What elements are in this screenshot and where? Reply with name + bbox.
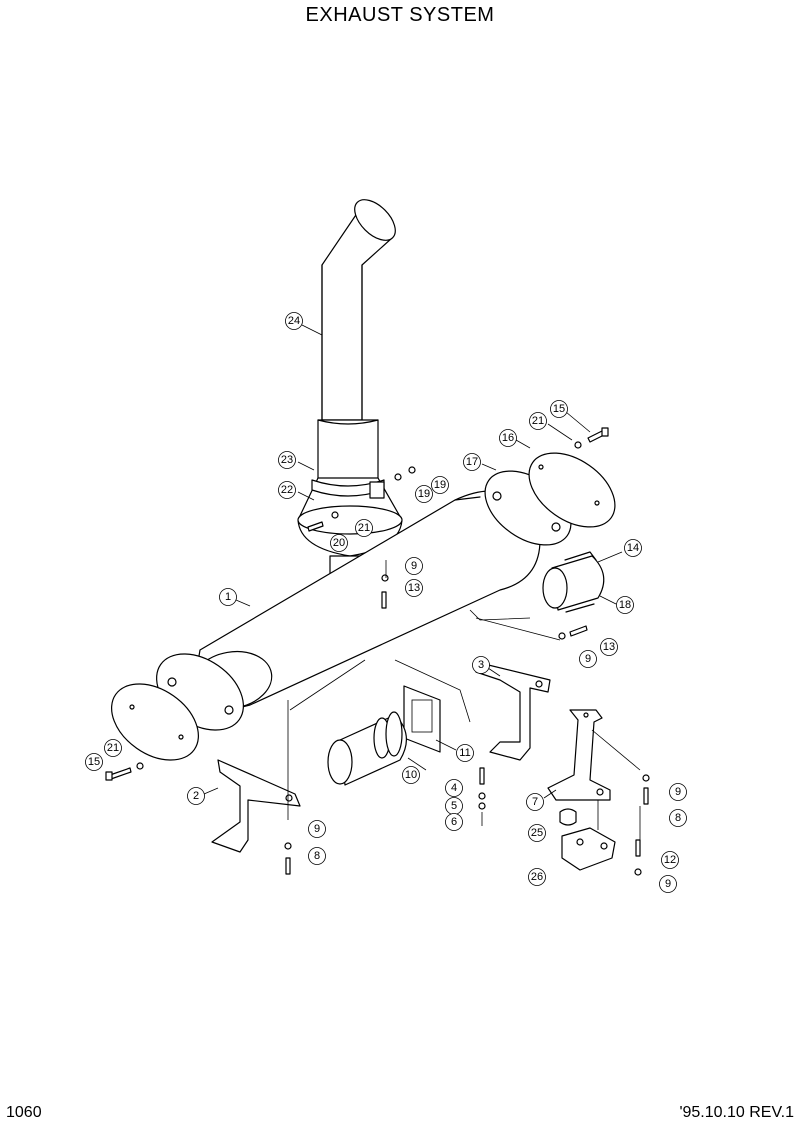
svg-text:9: 9 (411, 560, 417, 572)
callout-23: 23 (278, 451, 296, 469)
callout-18: 18 (616, 596, 634, 614)
callout-17: 17 (463, 453, 481, 471)
callout-16: 16 (499, 429, 517, 447)
callout-3: 3 (472, 656, 490, 674)
svg-text:11: 11 (459, 747, 470, 759)
callout-9a: 9 (405, 557, 423, 575)
svg-text:16: 16 (502, 432, 514, 444)
bracket-left (211, 759, 301, 853)
callout-26: 26 (528, 868, 546, 886)
svg-text:4: 4 (451, 782, 457, 794)
flange-tube (327, 685, 441, 786)
callout-9e: 9 (659, 875, 677, 893)
callout-13b: 13 (600, 638, 618, 656)
svg-text:22: 22 (281, 484, 293, 496)
callout-14: 14 (624, 539, 642, 557)
svg-text:5: 5 (451, 800, 457, 812)
fasteners (105, 427, 650, 876)
bracket-center (475, 661, 551, 761)
svg-text:26: 26 (531, 871, 543, 883)
svg-text:13: 13 (603, 641, 615, 653)
svg-text:21: 21 (532, 415, 544, 427)
callout-2: 2 (187, 787, 205, 805)
callout-21a: 21 (355, 519, 373, 537)
svg-text:9: 9 (314, 823, 320, 835)
callout-19a: 19 (431, 476, 449, 494)
callout-22: 22 (278, 481, 296, 499)
callout-20: 20 (330, 534, 348, 552)
callout-8b: 8 (669, 809, 687, 827)
svg-text:10: 10 (405, 769, 417, 781)
svg-text:19: 19 (418, 488, 430, 500)
leader-lines (203, 324, 623, 799)
svg-text:21: 21 (107, 742, 119, 754)
svg-text:9: 9 (585, 653, 591, 665)
callout-12: 12 (661, 851, 679, 869)
mount-block (559, 808, 616, 871)
svg-text:17: 17 (466, 456, 478, 468)
callout-4: 4 (445, 779, 463, 797)
clamp-tube (542, 551, 605, 613)
right-end-plates (484, 452, 616, 546)
exhaust-pipe-stack (317, 199, 396, 481)
svg-text:15: 15 (553, 403, 565, 415)
svg-text:21: 21 (358, 522, 370, 534)
revision-date: '95.10.10 REV.1 (679, 1104, 794, 1121)
svg-text:2: 2 (193, 790, 199, 802)
svg-text:12: 12 (664, 854, 676, 866)
callout-1: 1 (219, 588, 237, 606)
callout-21c: 21 (104, 739, 122, 757)
callout-15b: 15 (85, 753, 103, 771)
svg-text:1: 1 (225, 591, 231, 603)
callout-25: 25 (528, 824, 546, 842)
assembly-guide-lines (287, 560, 641, 840)
callout-6: 6 (445, 813, 463, 831)
left-end-plates (111, 653, 244, 761)
callout-24: 24 (285, 312, 303, 330)
svg-text:20: 20 (333, 537, 345, 549)
callout-9b: 9 (579, 650, 597, 668)
svg-text:19: 19 (434, 479, 446, 491)
page-number: 1060 (6, 1104, 42, 1121)
callout-9d: 9 (669, 783, 687, 801)
svg-text:13: 13 (408, 582, 420, 594)
svg-text:8: 8 (675, 812, 681, 824)
svg-text:7: 7 (532, 796, 538, 808)
bracket-right (547, 709, 611, 801)
callout-13a: 13 (405, 579, 423, 597)
svg-text:8: 8 (314, 850, 320, 862)
svg-text:3: 3 (478, 659, 484, 671)
callout-10: 10 (402, 766, 420, 784)
callout-21b: 21 (529, 412, 547, 430)
callout-5: 5 (445, 797, 463, 815)
svg-text:9: 9 (675, 786, 681, 798)
callout-8a: 8 (308, 847, 326, 865)
callout-11: 11 (456, 744, 474, 762)
svg-text:14: 14 (627, 542, 639, 554)
callout-15a: 15 (550, 400, 568, 418)
svg-text:25: 25 (531, 827, 543, 839)
svg-text:24: 24 (288, 315, 300, 327)
svg-text:15: 15 (88, 756, 100, 768)
callout-19b: 19 (415, 485, 433, 503)
svg-text:18: 18 (619, 599, 631, 611)
svg-text:23: 23 (281, 454, 293, 466)
page-title: EXHAUST SYSTEM (305, 4, 495, 26)
callout-7: 7 (526, 793, 544, 811)
svg-text:6: 6 (451, 816, 457, 828)
callout-9c: 9 (308, 820, 326, 838)
svg-text:9: 9 (665, 878, 671, 890)
